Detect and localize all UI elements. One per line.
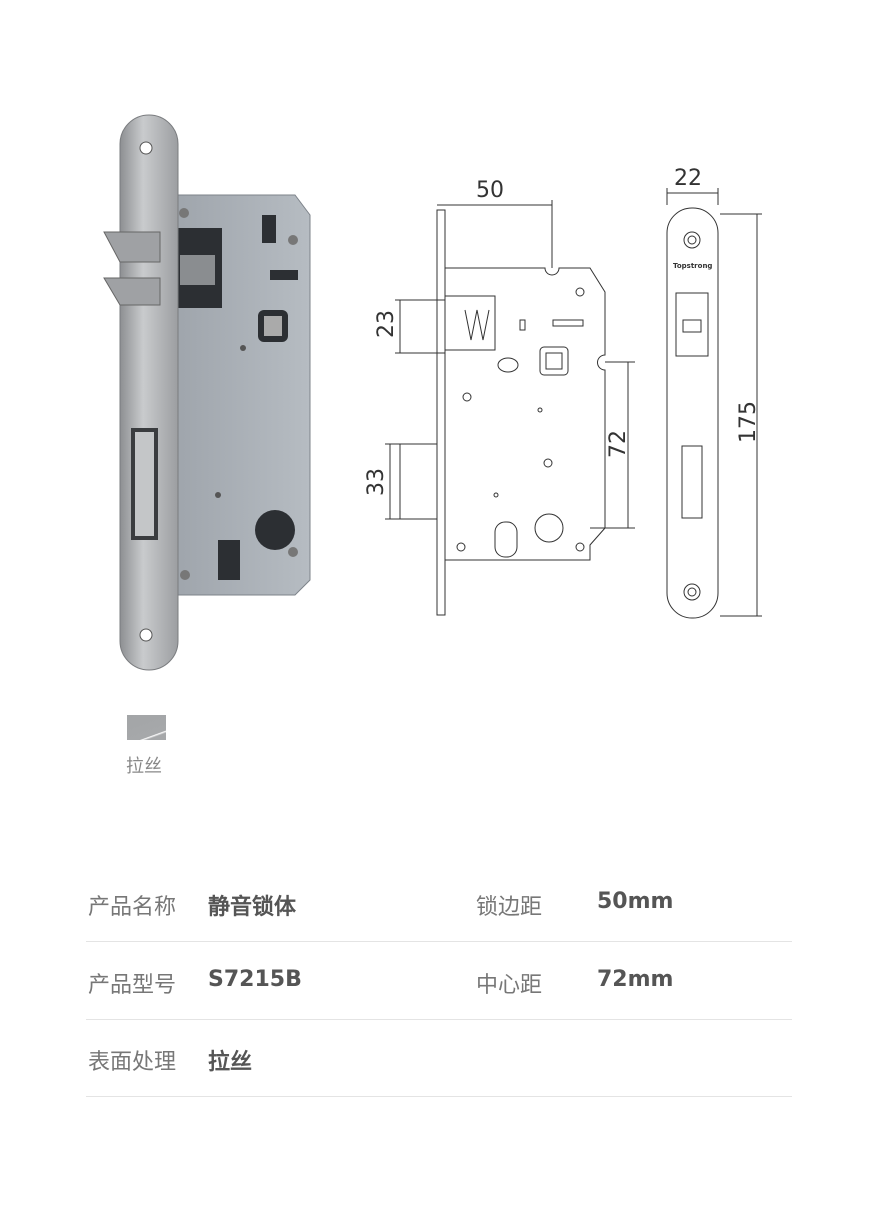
spec-row: 产品名称 静音锁体 锁边距 50mm	[86, 863, 792, 942]
spec-value: S7215B	[208, 967, 302, 992]
spec-row: 表面处理 拉丝	[86, 1018, 792, 1097]
finish-swatch-label: 拉丝	[126, 756, 162, 777]
dim-backset: 50	[476, 178, 504, 203]
finish-swatch-brushed	[127, 715, 166, 740]
dim-faceplate-width: 22	[674, 166, 702, 191]
spec-value: 50mm	[597, 889, 674, 914]
lock-technical-drawing: 50 22 23 33 72 175 Topstrong	[364, 166, 762, 619]
spec-label: 产品名称	[88, 895, 177, 920]
spec-label: 中心距	[476, 973, 543, 998]
spec-label: 表面处理	[88, 1050, 177, 1075]
faceplate-logo: Topstrong	[673, 262, 712, 270]
lock-body-photo	[103, 114, 311, 671]
spec-value: 静音锁体	[208, 895, 297, 920]
dim-latch-height: 23	[374, 310, 399, 338]
dim-center-distance: 72	[606, 430, 631, 458]
dim-deadbolt-height: 33	[364, 468, 389, 496]
spec-row: 产品型号 S7215B 中心距 72mm	[86, 941, 792, 1020]
spec-label: 锁边距	[476, 895, 543, 920]
dim-faceplate-length: 175	[736, 401, 761, 443]
spec-value: 拉丝	[208, 1050, 253, 1075]
spec-label: 产品型号	[88, 973, 177, 998]
spec-value: 72mm	[597, 967, 674, 992]
